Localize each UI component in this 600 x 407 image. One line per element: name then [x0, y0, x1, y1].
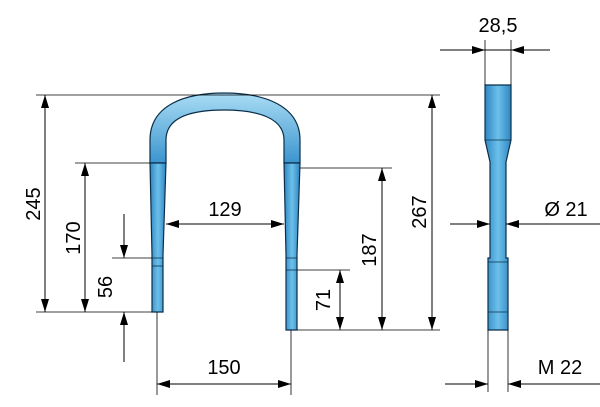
u-bolt-left-leg [149, 162, 167, 313]
dim-label-150: 150 [207, 357, 240, 379]
dim-label-187: 187 [359, 233, 381, 266]
thread-right [286, 257, 297, 271]
dim-label-56: 56 [95, 276, 117, 298]
u-bolt-bend [149, 92, 301, 164]
dim-label-245: 245 [23, 187, 45, 220]
dimension-187: 187 [297, 167, 440, 331]
dimension-diameter-21: Ø 21 [450, 199, 600, 228]
thread-left [152, 257, 163, 267]
dim-label-28-5: 28,5 [479, 15, 518, 37]
dimension-56: 56 [95, 214, 152, 362]
u-bolt-side-view [484, 84, 512, 331]
dim-label-m22: M 22 [538, 357, 582, 379]
dim-label-71: 71 [313, 289, 335, 311]
dim-label-267: 267 [409, 195, 431, 228]
dimension-267: 267 [224, 94, 440, 330]
u-bolt-right-leg [283, 162, 301, 331]
dimension-28-5: 28,5 [440, 15, 550, 85]
dimension-71: 71 [297, 269, 350, 330]
dim-label-129: 129 [208, 199, 241, 221]
dim-label-diameter-21: Ø 21 [544, 199, 587, 221]
dimension-170: 170 [63, 162, 150, 312]
dimension-245: 245 [23, 94, 224, 313]
dimension-150: 150 [156, 312, 292, 395]
side-view-body [484, 84, 512, 331]
dim-label-170: 170 [63, 221, 85, 254]
dimension-129: 129 [166, 199, 284, 228]
u-bolt-front-view [149, 92, 301, 331]
dimension-m22: M 22 [445, 330, 600, 392]
